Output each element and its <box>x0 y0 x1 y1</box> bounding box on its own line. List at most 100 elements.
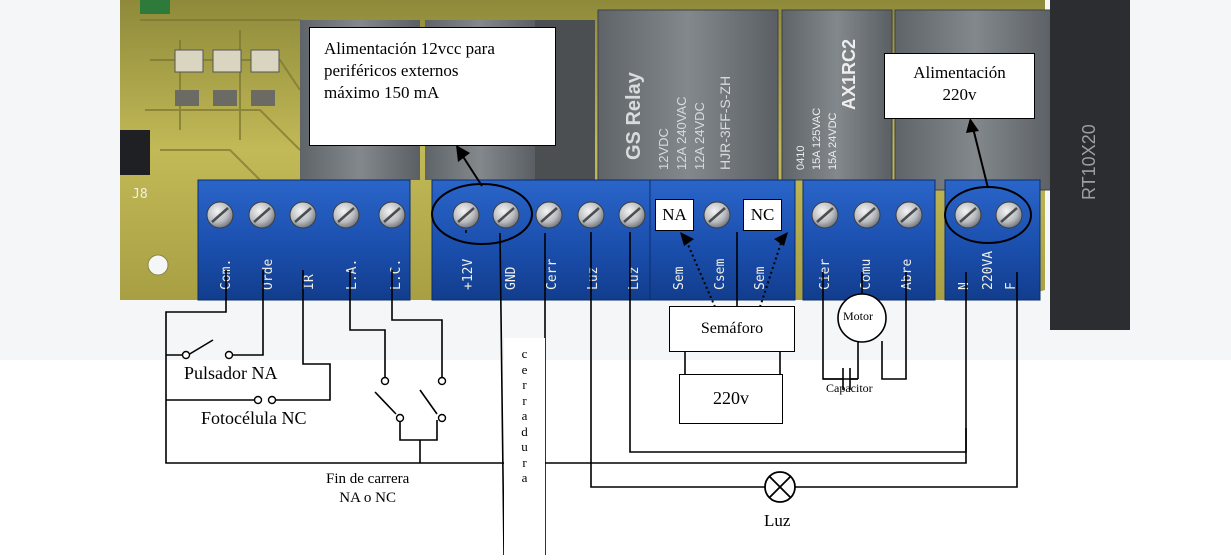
terminal-label: 220VA <box>981 251 996 290</box>
semaforo-dotted-links <box>685 239 783 308</box>
terminal-label: F <box>1004 282 1019 290</box>
power12-line-2: periféricos externos <box>324 61 459 80</box>
screw-slot <box>816 207 834 223</box>
cerradura-letter: d <box>521 423 528 439</box>
terminal-label: Csem <box>713 259 728 290</box>
terminal-label: Luz <box>586 267 601 290</box>
capacitor-symbol <box>823 368 858 390</box>
terminal-label: N <box>957 282 972 290</box>
fin-carrera-line-2: NA o NC <box>339 490 396 506</box>
terminal-label: Cier <box>818 259 833 290</box>
screw-slot <box>858 207 876 223</box>
cerradura-letter: r <box>522 392 527 408</box>
screw-slot <box>383 207 401 223</box>
terminal-label: Cerr <box>545 259 560 290</box>
cerradura-letter: e <box>521 361 528 377</box>
supply-220v-box: 220v <box>679 374 783 424</box>
arrow-12v <box>456 145 470 162</box>
relay-ax: AX1RC2 15A 125VAC 15A 24VDC 0410 <box>781 9 893 181</box>
terminal-label: GND <box>504 266 519 290</box>
na-label-box: NA <box>655 199 694 231</box>
terminal-label: L.A. <box>345 259 360 290</box>
limit-contact-4 <box>437 413 447 423</box>
pcb-chips <box>120 0 280 175</box>
arrow-na <box>680 232 694 246</box>
wiring <box>165 230 1018 556</box>
svg-text:GS Relay: GS Relay <box>623 71 645 160</box>
svg-text:12A 24VDC: 12A 24VDC <box>692 102 707 170</box>
screw-slot <box>959 207 977 223</box>
cerradura-letter: r <box>522 454 527 470</box>
pulsador-label: Pulsador NA <box>182 363 280 384</box>
capacitor-label: Capacitor <box>826 381 873 395</box>
cerradura-letter: c <box>521 346 528 361</box>
power12-line-3: máximo 150 mA <box>324 83 440 102</box>
power12-callout: Alimentación 12vcc para periféricos exte… <box>309 27 556 146</box>
svg-text:15A 125VAC: 15A 125VAC <box>811 108 823 170</box>
svg-text:RT10X20: RT10X20 <box>1079 124 1099 200</box>
cerradura-letter: r <box>522 377 527 392</box>
screw-slot <box>497 207 515 223</box>
motor-symbol <box>837 293 887 343</box>
power12-line-1: Alimentación 12vcc para <box>324 39 495 58</box>
cerradura-letter: a <box>521 470 528 485</box>
cerradura-letter: u <box>521 439 528 454</box>
terminal-block <box>431 179 651 301</box>
pulsador-contact-left <box>181 350 191 360</box>
screw-slot <box>211 207 229 223</box>
motor-label: Motor <box>843 309 873 323</box>
fotocelula-contact-right <box>267 395 277 405</box>
screw-slot <box>900 207 918 223</box>
terminal-label: Sem <box>753 266 768 290</box>
relay-gs: GS Relay 12VDC 12A 240VAC 12A 24VDC HJR-… <box>597 9 779 181</box>
svg-text:HJR-3FF-S-ZH: HJR-3FF-S-ZH <box>717 76 733 170</box>
svg-text:0410: 0410 <box>795 146 807 170</box>
mount-hole-left <box>147 254 169 276</box>
terminal-label: IR <box>302 274 317 290</box>
terminal-label: +12V <box>461 259 476 290</box>
fin-carrera-line-1: Fin de carrera <box>326 471 410 487</box>
screw-slot <box>294 207 312 223</box>
terminal-block <box>802 179 936 301</box>
cerradura-letter: a <box>521 408 528 423</box>
svg-text:AX1RC2: AX1RC2 <box>839 39 859 110</box>
limit-contact-2 <box>437 376 447 386</box>
svg-text:12VDC: 12VDC <box>656 128 671 170</box>
screw-slot <box>457 207 475 223</box>
nc-label-box: NC <box>743 199 782 231</box>
luz-label: Luz <box>764 511 791 530</box>
lamp-icon <box>764 471 796 503</box>
limit-contact-1 <box>380 376 390 386</box>
semaforo-box: Semáforo <box>669 306 795 352</box>
power220-line-2: 220v <box>942 85 977 104</box>
screw-slot <box>337 207 355 223</box>
terminal-label: Abre <box>900 259 915 290</box>
power220-line-1: Alimentación <box>913 63 1006 82</box>
arrow-nc <box>774 232 788 246</box>
pulsador-contact-right <box>224 350 234 360</box>
screw-slot <box>708 207 726 223</box>
fotocelula-label: Fotocélula NC <box>201 408 307 428</box>
screw-slot <box>582 207 600 223</box>
screw-slot <box>623 207 641 223</box>
screw-slot <box>253 207 271 223</box>
fotocelula-contact-left <box>253 395 263 405</box>
terminal-label: Orde <box>261 259 276 290</box>
j8-label: J8 <box>132 187 148 202</box>
screw-slot <box>540 207 558 223</box>
power220-callout: Alimentación 220v <box>884 53 1035 119</box>
screw-slot <box>1000 207 1018 223</box>
terminal-block <box>197 179 411 301</box>
terminal-label: Sem <box>672 266 687 290</box>
fin-carrera-label: Fin de carrera NA o NC <box>326 470 409 508</box>
svg-text:15A 24VDC: 15A 24VDC <box>827 112 839 170</box>
limit-contact-3 <box>395 413 405 423</box>
arrow-220v <box>966 118 979 133</box>
callout-arrows <box>461 127 989 189</box>
svg-text:12A 240VAC: 12A 240VAC <box>674 97 689 170</box>
